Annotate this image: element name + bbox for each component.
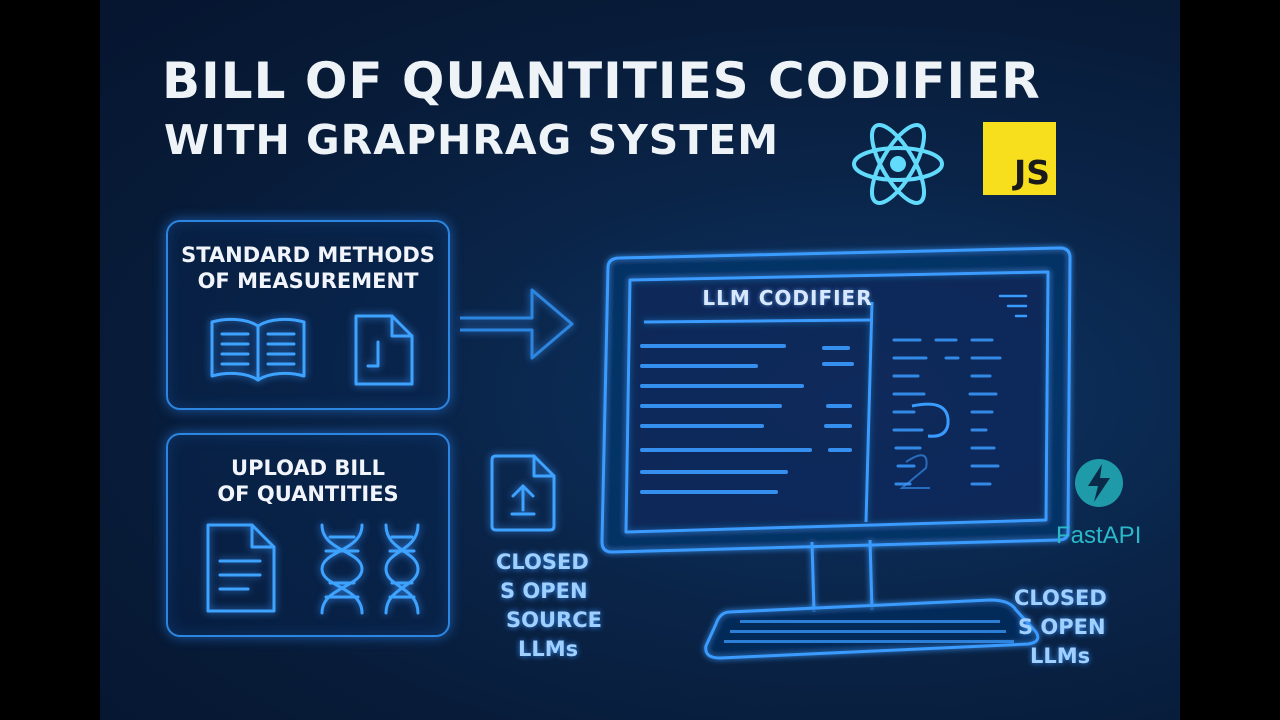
llm-left-line4: LLMs [518, 637, 579, 661]
measurement-label-line1: STANDARD METHODS [181, 243, 435, 267]
measurement-card: STANDARD METHODS OF MEASUREMENT [166, 220, 450, 410]
javascript-logo-icon: JS [983, 122, 1056, 195]
upload-label-line2: OF QUANTITIES [217, 482, 399, 506]
llm-left-line1: CLOSED [496, 550, 589, 574]
js-logo-text: JS [1013, 153, 1050, 192]
dna-icon [320, 523, 364, 615]
main-title: BILL OF QUANTITIES CODIFIER [162, 52, 1041, 110]
upload-card-label: UPLOAD BILL OF QUANTITIES [168, 455, 448, 507]
monitor-title: LLM CODIFIER [702, 286, 873, 310]
measurement-card-label: STANDARD METHODS OF MEASUREMENT [168, 242, 448, 294]
arrow-right-icon [460, 288, 574, 360]
upload-card: UPLOAD BILL OF QUANTITIES [166, 433, 450, 637]
sub-title: WITH GRAPHRAG SYSTEM [164, 116, 780, 164]
react-logo-icon [852, 123, 944, 205]
llm-right-line1: CLOSED [1014, 586, 1107, 610]
document-icon [354, 314, 414, 386]
llm-right-line3: LLMs [1030, 644, 1091, 668]
monitor-illustration [600, 246, 1072, 660]
thumbnail-canvas: BILL OF QUANTITIES CODIFIER WITH GRAPHRA… [100, 0, 1180, 720]
llm-left-line3: SOURCE [506, 608, 602, 632]
upload-label-line1: UPLOAD BILL [231, 456, 385, 480]
llm-right-line2: S OPEN [1018, 615, 1106, 639]
llm-right-label: CLOSED S OPEN LLMs [1014, 584, 1107, 671]
upload-file-icon [490, 454, 556, 532]
open-book-icon [210, 317, 306, 382]
dna-icon [384, 523, 420, 615]
document-icon [206, 523, 276, 613]
llm-left-line2: S OPEN [500, 579, 588, 603]
llm-left-label: CLOSED S OPEN SOURCE LLMs [496, 548, 602, 664]
measurement-label-line2: OF MEASUREMENT [197, 269, 419, 293]
fastapi-logo-icon [1075, 459, 1123, 507]
fastapi-label: FastAPI [1056, 522, 1142, 549]
